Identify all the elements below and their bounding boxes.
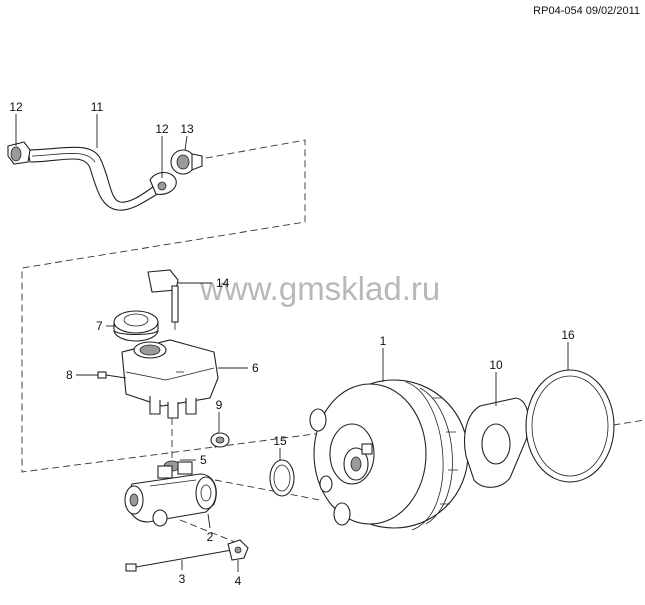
vacuum-hose [27, 146, 165, 211]
fluid-reservoir [121, 339, 219, 419]
callout-16-seal-ring: 16 [561, 328, 575, 342]
callout-11-hose: 11 [91, 100, 104, 114]
callout-2-master-cylinder: 2 [207, 530, 214, 544]
master-cylinder [124, 461, 217, 527]
callout-15-o-ring: 15 [273, 434, 287, 448]
watermark: www.gmsklad.ru [199, 270, 440, 307]
callout-8-screw: 8 [66, 368, 73, 382]
hose-clamp-left [7, 141, 31, 165]
leader-lines [15, 114, 569, 572]
callout-7-cap: 7 [96, 319, 103, 333]
fluid-level-sensor [147, 269, 179, 330]
hose-clamp-right [149, 171, 177, 195]
callout-numbers: 12 11 12 13 14 7 6 8 9 5 2 3 4 15 1 10 1… [9, 100, 575, 588]
booster-seal-ring [525, 369, 615, 483]
booster-gasket [463, 397, 530, 488]
brake-booster [309, 379, 478, 531]
callout-4-fitting: 4 [235, 574, 242, 588]
callout-3-pipe: 3 [179, 572, 186, 586]
callout-9-nut: 9 [216, 398, 223, 412]
nut [210, 432, 230, 448]
check-valve [170, 149, 203, 175]
brake-pipe [125, 549, 233, 572]
callout-6-reservoir: 6 [252, 361, 259, 375]
callout-5-grommet: 5 [200, 453, 207, 467]
reservoir-cap [113, 310, 159, 342]
callout-10-gasket: 10 [489, 358, 503, 372]
fitting-nut [227, 539, 249, 561]
mounting-screw [97, 371, 127, 379]
callout-12-clamp-right: 12 [155, 122, 169, 136]
callout-1-booster: 1 [380, 334, 387, 348]
callout-12-clamp: 12 [9, 100, 23, 114]
o-ring-seal [269, 459, 295, 497]
callout-14-sensor: 14 [216, 276, 230, 290]
callout-13-valve: 13 [180, 122, 194, 136]
diagram-reference: RP04-054 09/02/2011 [533, 5, 640, 17]
